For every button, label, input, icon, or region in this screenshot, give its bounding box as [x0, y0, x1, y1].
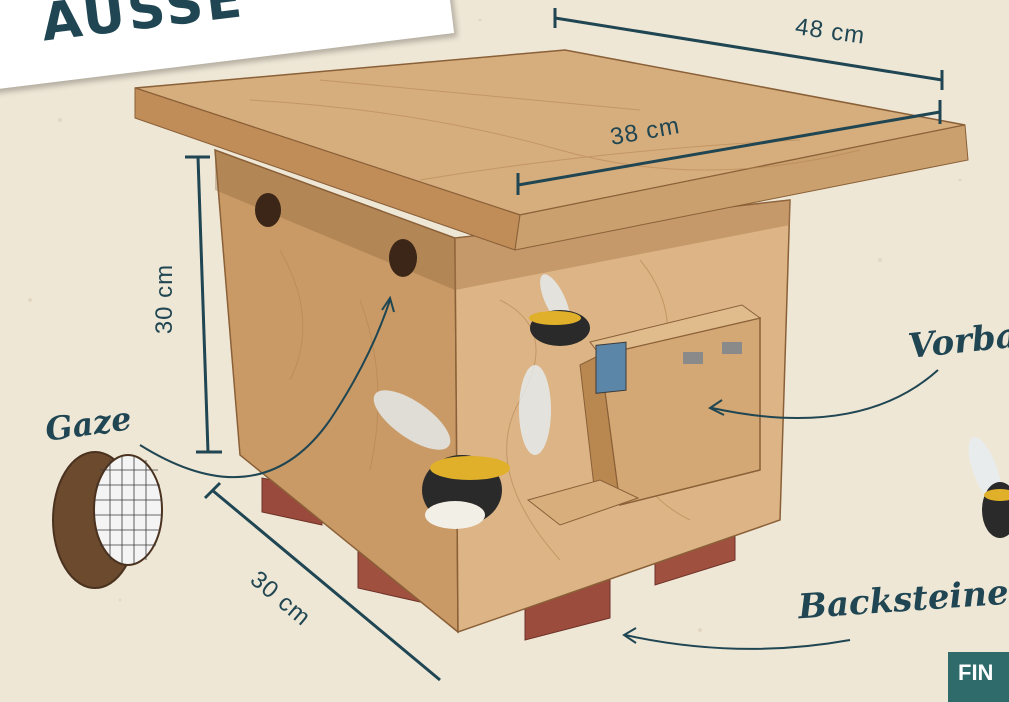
bumblebee-edge — [968, 436, 1009, 538]
roof-edge-front — [514, 124, 969, 251]
gauze-ring — [52, 451, 163, 589]
paper-texture — [28, 18, 962, 632]
height-label: 30 cm — [151, 263, 179, 335]
ventilation-hole-2 — [389, 239, 417, 277]
porch-vorbau — [526, 304, 762, 526]
dimension-lines — [185, 8, 944, 682]
bumblebee-small — [529, 274, 590, 346]
ventilation-hole-1 — [255, 193, 281, 227]
corner-tag: FIN — [948, 652, 1009, 702]
bumblebee-large — [373, 365, 551, 529]
annotation-arrows — [139, 295, 939, 650]
